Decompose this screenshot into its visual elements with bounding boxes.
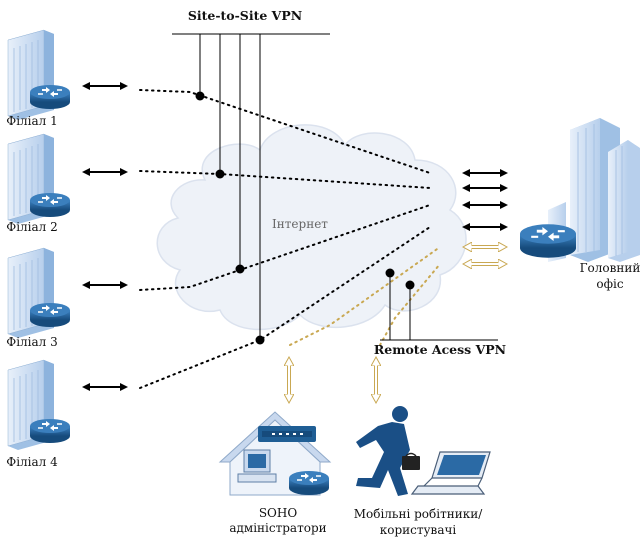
soho-label-2: адміністратори [229, 521, 326, 535]
branch-1-label: Філіал 1 [6, 114, 58, 128]
branch-2-label: Філіал 2 [6, 220, 58, 234]
vpn-tunnels [139, 89, 431, 389]
remote-vertical-arrows [289, 360, 376, 400]
hq-arrows [462, 169, 508, 264]
head-office-label-2: офіс [596, 277, 623, 291]
soho-house [218, 411, 332, 496]
head-office-label-1: Головний [580, 261, 641, 275]
mobile-label-1: Мобільні робітники/ [354, 507, 483, 521]
internet-cloud [156, 124, 467, 331]
branch-3-label: Філіал 3 [6, 335, 58, 349]
site-to-site-label: Site-to-Site VPN [188, 8, 302, 23]
branch-office-3 [7, 247, 71, 339]
remote-access-bar [380, 268, 498, 341]
mobile-label-2: користувачі [380, 523, 457, 537]
branch-office-1 [7, 29, 71, 121]
branch-4-label: Філіал 4 [6, 455, 58, 469]
branch-office-2 [7, 133, 71, 225]
mobile-worker [356, 406, 420, 496]
branch-office-4 [7, 359, 71, 451]
remote-tunnels [289, 246, 441, 346]
laptop-icon [410, 451, 491, 495]
soho-label-1: SOHO [259, 506, 298, 520]
head-office [518, 118, 640, 262]
internet-label: Інтернет [272, 217, 328, 231]
remote-access-label: Remote Acess VPN [374, 342, 506, 357]
branch-arrows [82, 82, 128, 391]
